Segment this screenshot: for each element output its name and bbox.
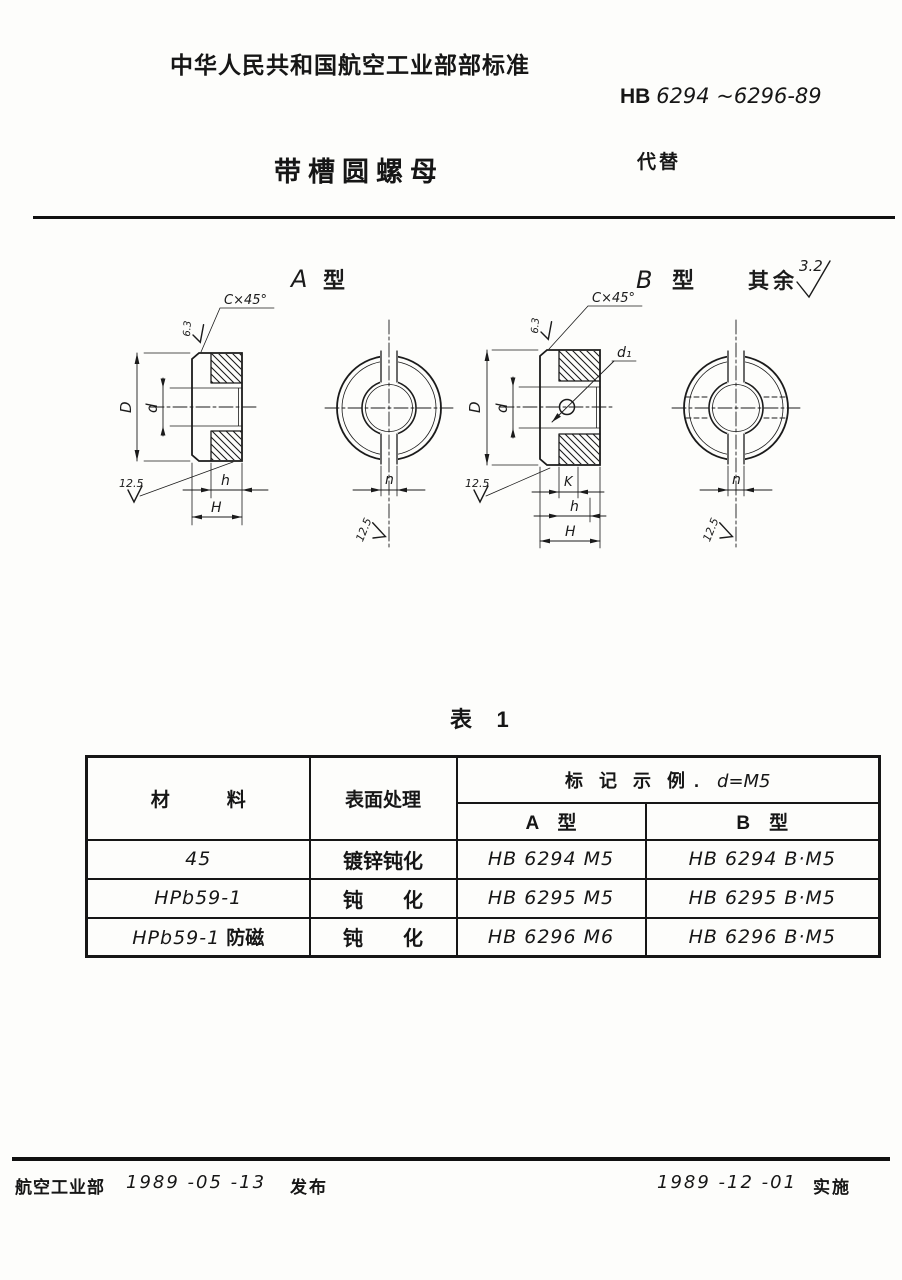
dim-label-D: D xyxy=(466,401,484,413)
table-row: 45 镀锌钝化 HB 6294 M5 HB 6294 B·M5 xyxy=(85,838,881,880)
slot-lines xyxy=(210,352,243,462)
type-b-front-view: n 12.5 xyxy=(671,319,801,549)
standard-org-title: 中华人民共和国航空工业部部标准 xyxy=(170,52,530,78)
material-value: HPb59-1 xyxy=(132,927,221,950)
footer-divider-rule xyxy=(12,1157,890,1161)
dim-label-h: h xyxy=(221,473,230,489)
slot-lines xyxy=(380,350,398,465)
roughness-check-icon xyxy=(796,260,831,299)
type-b-designation: HB 6295 B·M5 xyxy=(644,877,881,919)
hatch-area xyxy=(559,350,600,381)
dim-label-K: K xyxy=(564,475,574,490)
type-a-designation: HB 6296 M6 xyxy=(455,916,647,958)
col-header-type-b: B 型 xyxy=(644,801,881,841)
col-header-surface-treatment: 表面处理 xyxy=(308,755,458,841)
standard-code-prefix: HB xyxy=(620,85,651,108)
dim-label-H: H xyxy=(211,500,222,516)
dim-label-D: D xyxy=(117,401,135,413)
type-a-section-view: D d h H C×45° 6.3 12.5 xyxy=(117,293,275,526)
header-divider-rule xyxy=(33,216,895,219)
type-a-designation: HB 6294 M5 xyxy=(455,838,647,880)
roughness-6-3-value: 6.3 xyxy=(182,320,194,337)
slot-lines xyxy=(558,349,601,466)
other-surfaces-roughness-value: 3.2 xyxy=(799,257,823,275)
issue-label: 发布 xyxy=(290,1178,328,1197)
technical-drawing: A 型 B 型 其余 3.2 D d xyxy=(117,257,831,549)
slot-lines xyxy=(727,350,745,465)
roughness-6-3-value: 6.3 xyxy=(530,317,542,334)
designation-example-label: 标 记 示 例 . xyxy=(565,770,702,791)
type-b-label-suffix: 型 xyxy=(672,268,694,293)
surface-value: 镀锌钝化 xyxy=(308,838,458,880)
drawing-labels: A 型 B 型 其余 3.2 xyxy=(289,257,831,299)
standard-code-number: 6294 ~6296-89 xyxy=(656,84,822,108)
nut-outline xyxy=(539,349,601,466)
type-a-label: A xyxy=(289,265,307,293)
roughness-check-icon xyxy=(473,485,489,504)
roughness-6-3-symbol: 6.3 xyxy=(530,317,553,341)
table-caption: 表 1 xyxy=(450,707,509,732)
standard-code: HB 6294 ~6296-89 xyxy=(620,84,822,109)
material-value: 45 xyxy=(185,848,212,870)
dim-label-d1: d₁ xyxy=(617,345,632,361)
surface-value: 钝 化 xyxy=(308,877,458,919)
table-1: 材 料 表面处理 标 记 示 例 . d=M5 A 型 B 型 45 镀锌钝化 H… xyxy=(85,755,882,958)
material-value: HPb59-1 xyxy=(154,887,243,909)
bore-lines xyxy=(539,386,601,429)
roughness-12-5-value: 12.5 xyxy=(353,516,374,544)
type-b-section-view: d₁ D d K h H C×45° xyxy=(465,291,643,549)
dim-label-d: d xyxy=(493,403,511,413)
roughness-12-5-value: 12.5 xyxy=(119,477,144,490)
nut-outline xyxy=(191,352,243,462)
type-a-front-view: n 12.5 xyxy=(324,319,454,549)
material-suffix: 防磁 xyxy=(226,928,265,950)
hatch-area xyxy=(211,353,242,383)
roughness-12-5-symbol: 12.5 xyxy=(700,516,734,544)
dim-label-d: d xyxy=(143,403,161,413)
roughness-12-5-value: 12.5 xyxy=(700,516,721,544)
dim-label-h: h xyxy=(570,499,579,515)
roughness-12-5-symbol: 12.5 xyxy=(353,516,387,544)
col-header-material: 材 料 xyxy=(85,755,311,841)
roughness-check-icon xyxy=(127,485,143,504)
surface-value: 钝 化 xyxy=(308,916,458,958)
dim-label-n: n xyxy=(385,472,394,488)
dim-label-n: n xyxy=(732,472,741,488)
implementation-label: 实施 xyxy=(813,1178,851,1197)
col-header-designation-example: 标 记 示 例 . d=M5 xyxy=(455,755,881,804)
dim-label-H: H xyxy=(565,524,576,540)
type-a-designation: HB 6295 M5 xyxy=(455,877,647,919)
type-b-label: B xyxy=(636,266,652,294)
footer: 航空工业部 1989 -05 -13 发布 1989 -12 -01 实施 xyxy=(0,1170,902,1202)
roughness-6-3-symbol: 6.3 xyxy=(182,320,205,344)
hidden-hole-lines xyxy=(685,396,787,419)
col-header-type-a: A 型 xyxy=(455,801,647,841)
table-row: HPb59-1 钝 化 HB 6295 M5 HB 6295 B·M5 xyxy=(85,877,881,919)
d1-hole xyxy=(558,398,576,416)
type-b-designation: HB 6294 B·M5 xyxy=(644,838,881,880)
document-title: 带槽圆螺母 xyxy=(274,157,444,187)
type-b-designation: HB 6296 B·M5 xyxy=(644,916,881,958)
issuing-org: 航空工业部 xyxy=(15,1178,105,1197)
implementation-date: 1989 -12 -01 xyxy=(657,1172,798,1193)
supersede-label: 代替 xyxy=(637,152,682,173)
hatch-area xyxy=(559,434,600,465)
issue-date: 1989 -05 -13 xyxy=(126,1172,267,1193)
hatch-area xyxy=(211,431,242,461)
designation-example-condition: d=M5 xyxy=(717,770,771,792)
chamfer-label: C×45° xyxy=(592,291,635,306)
chamfer-label: C×45° xyxy=(224,293,267,308)
type-a-label-suffix: 型 xyxy=(323,268,345,293)
other-surfaces-label: 其余 xyxy=(748,269,798,293)
roughness-12-5-value: 12.5 xyxy=(465,477,490,490)
